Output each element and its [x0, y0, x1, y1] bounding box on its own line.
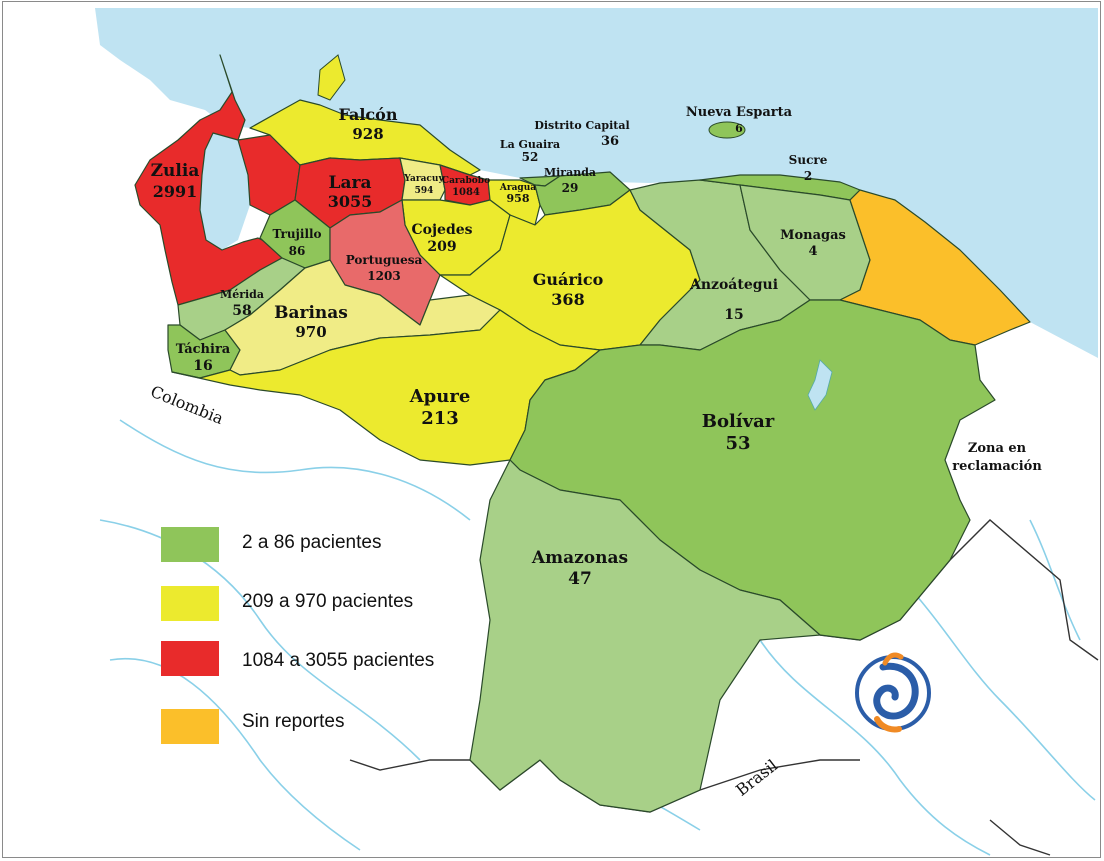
guri-reservoir: [807, 359, 833, 411]
state-value-merida: 58: [232, 303, 251, 319]
state-label-sucre: Sucre: [789, 153, 828, 167]
state-value-miranda: 29: [562, 181, 579, 195]
state-label-miranda: Miranda: [544, 166, 596, 179]
legend-label-red: 1084 a 3055 pacientes: [242, 650, 435, 671]
state-label-monagas: Monagas: [780, 228, 846, 243]
state-label-apure: Apure: [409, 386, 471, 407]
legend-label-yellow: 209 a 970 pacientes: [242, 591, 414, 612]
legend-label-orange: Sin reportes: [242, 711, 345, 732]
state-value-zulia: 2991: [153, 182, 198, 201]
state-label-amazonas: Amazonas: [531, 548, 628, 568]
state-label-nueva-esparta: Nueva Esparta: [686, 105, 793, 120]
state-value-sucre: 2: [804, 169, 812, 183]
state-label-tachira: Táchira: [176, 342, 231, 357]
state-label-guarico: Guárico: [533, 270, 604, 289]
state-value-tachira: 16: [193, 358, 212, 374]
state-value-trujillo: 86: [289, 244, 306, 258]
state-label-yaracuy: Yaracuy: [403, 174, 444, 184]
state-label-falcon: Falcón: [339, 105, 398, 124]
state-value-falcon: 928: [352, 125, 383, 143]
paraguana-peninsula: [317, 54, 346, 101]
state-label-bolivar: Bolívar: [702, 411, 775, 432]
states-layer: [134, 54, 1031, 813]
lake-maracaibo: [200, 133, 250, 250]
state-label-carabobo: Carabobo: [442, 176, 490, 186]
state-value-amazonas: 47: [568, 569, 592, 589]
margarita-island: [708, 121, 746, 139]
legend-swatch-yellow: [161, 586, 219, 621]
legend-swatch-orange: [161, 709, 219, 744]
state-value-barinas: 970: [295, 323, 326, 341]
legend-swatch-red: [161, 641, 219, 676]
state-label-merida: Mérida: [220, 288, 264, 301]
state-value-guarico: 368: [551, 290, 584, 309]
state-label-portuguesa: Portuguesa: [346, 253, 423, 267]
state-amazonas: [469, 459, 821, 813]
state-value-monagas: 4: [808, 244, 817, 259]
state-value-bolivar: 53: [725, 433, 750, 454]
state-value-distrito-capital: 36: [601, 134, 619, 149]
state-value-portuguesa: 1203: [367, 269, 400, 283]
state-label-distrito-capital: Distrito Capital: [534, 119, 629, 132]
legend-swatch-green: [161, 527, 219, 562]
state-value-lara: 3055: [328, 192, 373, 211]
label-zona-line2: reclamación: [952, 459, 1042, 474]
state-value-carabobo: 1084: [452, 187, 480, 198]
state-label-cojedes: Cojedes: [411, 222, 472, 238]
state-value-anzoategui: 15: [724, 307, 743, 323]
state-value-cojedes: 209: [427, 239, 456, 255]
state-label-zulia: Zulia: [151, 161, 200, 181]
state-label-la-guaira: La Guaira: [500, 138, 560, 151]
state-value-la-guaira: 52: [522, 150, 539, 164]
state-value-apure: 213: [421, 408, 459, 429]
state-label-barinas: Barinas: [274, 303, 348, 323]
legend-label-green: 2 a 86 pacientes: [242, 532, 382, 553]
caribbean-sea: [95, 8, 1098, 358]
state-label-anzoategui: Anzoátegui: [689, 277, 778, 293]
state-value-nueva-esparta: 6: [735, 122, 743, 135]
stomach-logo-icon: [855, 652, 931, 733]
label-zona-line1: Zona en: [968, 441, 1027, 456]
state-label-trujillo: Trujillo: [272, 227, 321, 241]
state-value-yaracuy: 594: [415, 186, 434, 196]
state-label-aragua: Aragua: [499, 183, 536, 193]
state-value-aragua: 958: [507, 192, 530, 205]
state-label-lara: Lara: [329, 173, 372, 193]
